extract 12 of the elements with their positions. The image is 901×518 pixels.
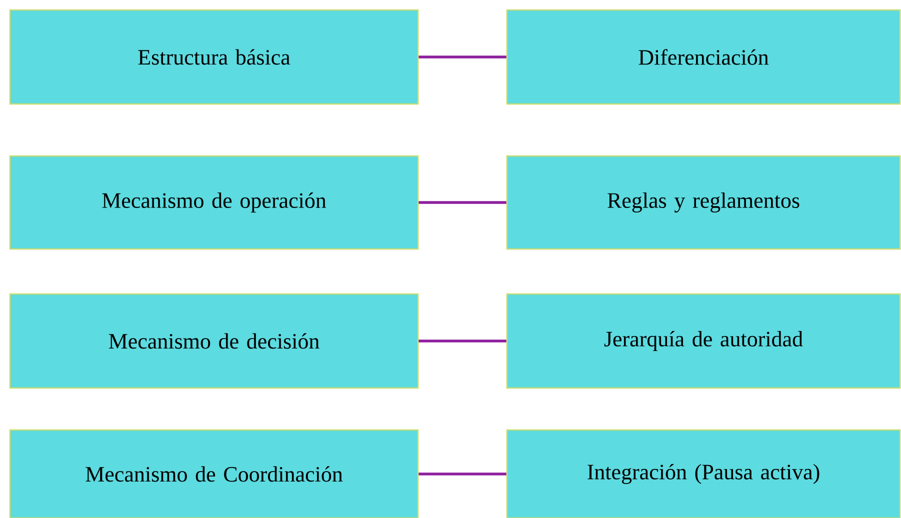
text-box: Mecanismo de Coordinación — [9, 429, 419, 518]
text-box: Diferenciación — [506, 9, 901, 105]
connector-line — [418, 201, 506, 204]
connector-line — [418, 472, 506, 476]
text-box: Jerarquía de autoridad — [506, 293, 901, 389]
text-box: Estructura básica — [9, 9, 419, 105]
text-box: Integración (Pausa activa) — [506, 429, 901, 518]
text-box: Mecanismo de decisión — [9, 293, 419, 389]
text-box: Mecanismo de operación — [9, 155, 419, 250]
text-box: Reglas y reglamentos — [506, 155, 901, 250]
connector-line — [418, 56, 506, 58]
connector-line — [418, 340, 506, 342]
